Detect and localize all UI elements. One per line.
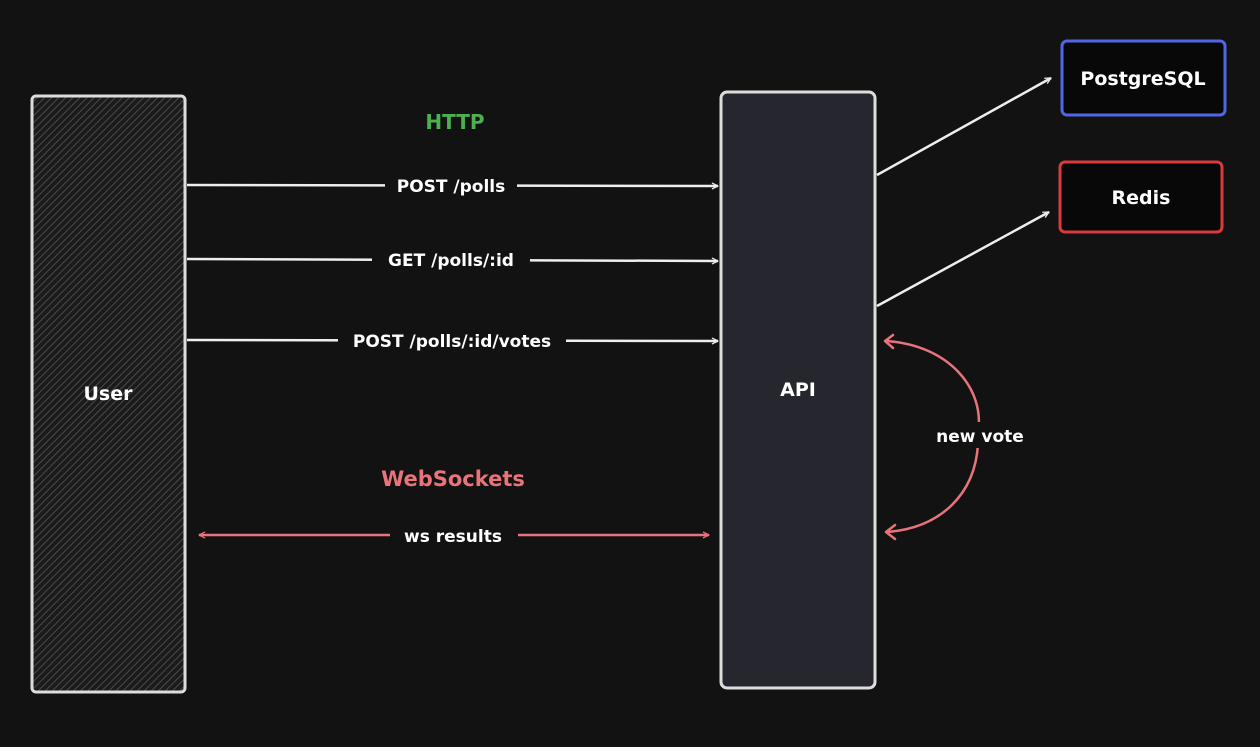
get-poll-arrow: GET /polls/:id bbox=[186, 247, 719, 273]
post-votes-arrow: POST /polls/:id/votes bbox=[186, 328, 719, 354]
http-heading: HTTP bbox=[425, 110, 484, 134]
api-node: API bbox=[719, 90, 877, 690]
get-poll-label: GET /polls/:id bbox=[388, 251, 514, 271]
websockets-heading: WebSockets bbox=[381, 467, 525, 491]
ws-results-arrow: ws results bbox=[198, 522, 710, 548]
post-polls-arrow: POST /polls bbox=[186, 173, 719, 199]
redis-node: Redis bbox=[1058, 160, 1224, 234]
new-vote-label: new vote bbox=[936, 427, 1024, 447]
postgres-node: PostgreSQL bbox=[1060, 39, 1227, 117]
api-to-postgres-arrow bbox=[876, 76, 1052, 177]
user-label: User bbox=[84, 383, 134, 405]
postgres-label: PostgreSQL bbox=[1080, 68, 1205, 90]
user-node: User bbox=[30, 94, 187, 694]
post-votes-label: POST /polls/:id/votes bbox=[353, 332, 551, 352]
post-polls-label: POST /polls bbox=[397, 177, 506, 197]
api-label: API bbox=[780, 379, 816, 401]
new-vote-arrow: new vote bbox=[883, 333, 1033, 541]
redis-label: Redis bbox=[1112, 187, 1171, 209]
api-to-redis-arrow bbox=[876, 210, 1050, 308]
ws-results-label: ws results bbox=[404, 527, 502, 547]
